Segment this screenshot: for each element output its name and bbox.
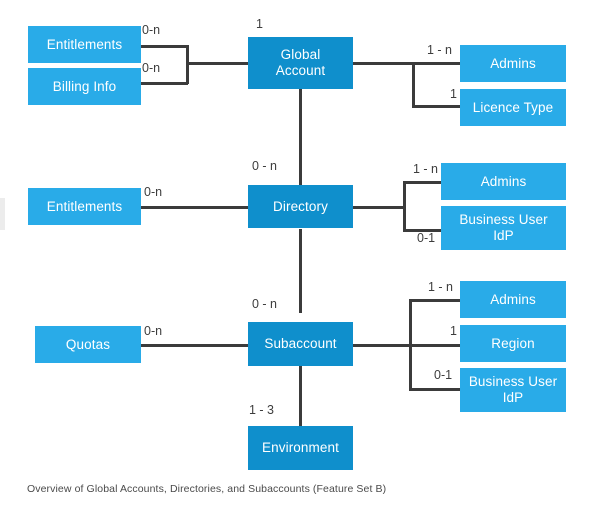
- cardinality-subaccount-to-region: 1: [450, 324, 457, 338]
- cardinality-entitlements-top-to-global: 0-n: [142, 23, 161, 37]
- entity-label: Business User IdP: [468, 374, 558, 405]
- entity-label: Admins: [490, 291, 536, 307]
- entity-business-user-idp-directory[interactable]: Business User IdP: [441, 206, 566, 250]
- entity-licence-type[interactable]: Licence Type: [460, 89, 566, 126]
- cardinality-billing-info-to-global: 0-n: [142, 61, 161, 75]
- connector-subaccount-right-stub: [351, 344, 411, 347]
- entity-label: Admins: [490, 55, 536, 71]
- entity-environment[interactable]: Environment: [248, 426, 353, 470]
- entity-global-account[interactable]: Global Account: [248, 37, 353, 89]
- connector-global-account-right-stub: [352, 62, 414, 65]
- entity-label: Environment: [262, 440, 339, 456]
- entity-label: Entitlements: [46, 36, 123, 52]
- cardinality-global-to-admins: 1 - n: [427, 43, 453, 57]
- connector-entitlements-top-stub: [140, 45, 188, 48]
- entity-label: Admins: [480, 173, 527, 189]
- entity-business-user-idp-subaccount[interactable]: Business User IdP: [460, 368, 566, 412]
- entity-admins-subaccount[interactable]: Admins: [460, 281, 566, 318]
- entity-quotas[interactable]: Quotas: [35, 326, 141, 363]
- connector-subaccount-to-business-user-idp: [409, 388, 461, 391]
- edge-artifact: [0, 198, 5, 230]
- entity-entitlements-top[interactable]: Entitlements: [28, 26, 141, 63]
- cardinality-subaccount-to-business-user-idp: 0-1: [434, 368, 453, 382]
- entity-label: Global Account: [275, 47, 326, 78]
- entity-admins-directory[interactable]: Admins: [441, 163, 566, 200]
- connector-global-to-licence-type: [412, 105, 461, 108]
- cardinality-quotas-to-subaccount: 0-n: [144, 324, 163, 338]
- connector-right-bracket-directory: [403, 181, 406, 231]
- cardinality-global-account-self: 1: [256, 17, 263, 31]
- entity-region[interactable]: Region: [460, 325, 566, 362]
- entity-label: Region: [491, 335, 535, 351]
- connector-subaccount-to-admins: [409, 299, 461, 302]
- entity-label: Licence Type: [472, 99, 554, 115]
- entity-billing-info[interactable]: Billing Info: [28, 68, 141, 105]
- cardinality-subaccount-to-environment: 1 - 3: [249, 403, 275, 417]
- connector-directory-to-business-user-idp: [403, 229, 443, 232]
- connector-billing-info-stub: [140, 82, 188, 85]
- cardinality-global-to-directory: 0 - n: [252, 159, 278, 173]
- cardinality-directory-to-admins: 1 - n: [413, 162, 439, 176]
- cardinality-entitlements-mid-to-directory: 0-n: [144, 185, 163, 199]
- cardinality-subaccount-to-admins: 1 - n: [428, 280, 454, 294]
- connector-global-to-admins: [412, 62, 461, 65]
- connector-quotas-to-subaccount: [140, 344, 250, 347]
- entity-admins-global[interactable]: Admins: [460, 45, 566, 82]
- connector-directory-to-admins: [403, 181, 451, 184]
- entity-directory[interactable]: Directory: [248, 185, 353, 228]
- entity-label: Entitlements: [46, 198, 123, 214]
- connector-right-bracket-global: [412, 62, 415, 107]
- entity-subaccount[interactable]: Subaccount: [248, 322, 353, 366]
- entity-entitlements-mid[interactable]: Entitlements: [28, 188, 141, 225]
- connector-directory-right-stub: [351, 206, 405, 209]
- entity-label: Directory: [273, 198, 328, 214]
- cardinality-global-to-licence-type: 1: [450, 87, 457, 101]
- entity-label: Subaccount: [264, 336, 337, 352]
- diagram-caption: Overview of Global Accounts, Directories…: [27, 483, 387, 495]
- entity-label: Billing Info: [52, 78, 117, 94]
- entity-label: Business User IdP: [459, 212, 548, 243]
- connector-entitlements-mid-to-directory: [140, 206, 250, 209]
- cardinality-directory-to-subaccount: 0 - n: [252, 297, 278, 311]
- connector-subaccount-to-environment: [299, 366, 302, 426]
- connector-subaccount-to-region: [409, 344, 461, 347]
- entity-label: Quotas: [65, 336, 111, 352]
- connector-global-account-to-directory: [299, 89, 302, 186]
- cardinality-directory-to-business-user-idp: 0-1: [417, 231, 436, 245]
- connector-bracket-to-global-account: [186, 62, 249, 65]
- connector-directory-to-subaccount: [299, 229, 302, 313]
